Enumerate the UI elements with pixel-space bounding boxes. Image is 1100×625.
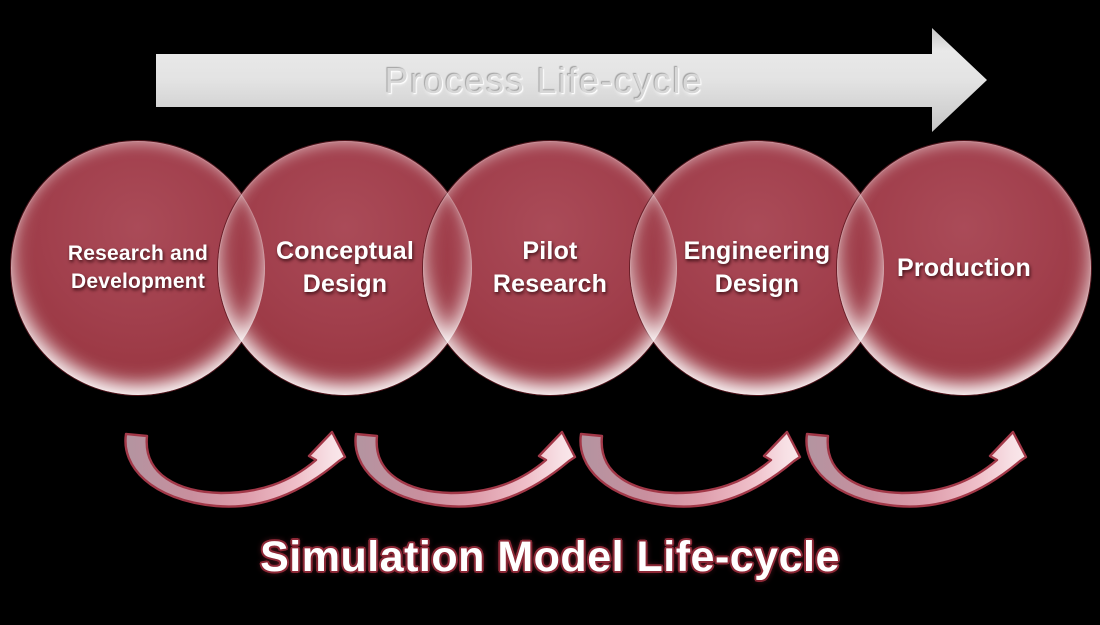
stage-label-line: Research <box>492 270 608 298</box>
curved-arrow-icon <box>354 430 577 508</box>
process-lifecycle-label: Process Life-cycle <box>384 59 704 101</box>
stage-label-line: Conceptual <box>275 237 415 265</box>
stage-label-conceptual-design: Conceptual Design <box>218 141 472 395</box>
stage-label-line: Development <box>70 270 206 293</box>
stage-label-research-and-development: Research and Development <box>11 141 265 395</box>
right-arrow-icon <box>156 28 987 132</box>
stage-label-line: Research and <box>67 242 209 266</box>
stage-label-line: Production <box>897 253 1031 282</box>
stage-label-line: Design <box>714 270 800 298</box>
process-lifecycle-arrow <box>156 28 987 132</box>
stage-label-line: Design <box>302 270 388 298</box>
stage-label-line: Engineering <box>683 237 831 265</box>
stage-label-production: Production <box>837 141 1091 395</box>
stage-circle-production <box>837 141 1091 395</box>
curved-arrow-icon <box>579 430 802 508</box>
curved-arrow-icon <box>805 430 1028 508</box>
stage-label-line: Pilot <box>522 237 578 265</box>
stage-label-engineering-design: Engineering Design <box>630 141 884 395</box>
simulation-model-lifecycle-title: Simulation Model Life-cycle <box>260 533 840 581</box>
stage-label-pilot-research: Pilot Research <box>423 141 677 395</box>
curved-arrow-icon <box>124 430 347 508</box>
